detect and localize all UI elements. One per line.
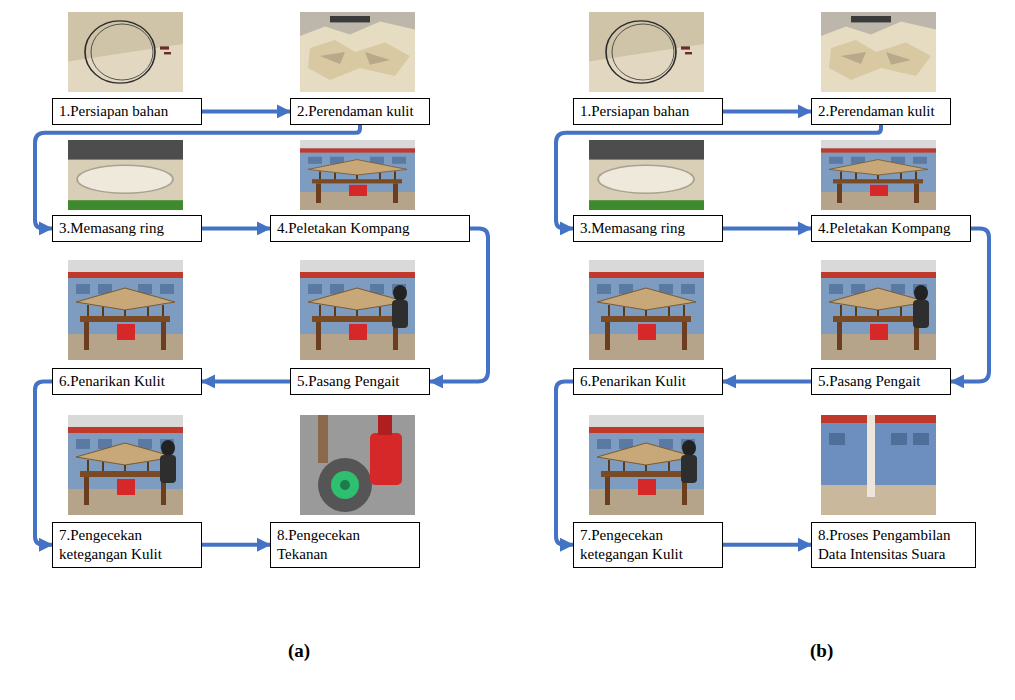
- photo: [589, 12, 704, 92]
- step-box: 5.Pasang Pengait: [290, 368, 430, 395]
- photo: [589, 260, 704, 360]
- flow-arrow: [556, 125, 881, 229]
- photo: [300, 140, 415, 210]
- step-box: 6.Penarikan Kulit: [573, 368, 723, 395]
- flow-arrow: [723, 109, 811, 113]
- step-label: 2.Perendaman kulit: [297, 102, 423, 121]
- step-box: 1.Persiapan bahan: [52, 98, 202, 125]
- flow-arrow: [723, 226, 811, 230]
- step-box: 1.Persiapan bahan: [573, 98, 723, 125]
- photo: [68, 12, 183, 92]
- panel-label: (b): [810, 640, 833, 662]
- step-box: 8.Pengecekan Tekanan: [270, 522, 420, 568]
- flow-arrow: [202, 379, 290, 383]
- flow-arrow: [951, 228, 989, 381]
- step-box: 3.Memasang ring: [52, 215, 202, 242]
- step-label: 1.Persiapan bahan: [580, 102, 716, 121]
- step-label: 5.Pasang Pengait: [818, 372, 944, 391]
- photo: [68, 260, 183, 360]
- step-box: 4.Peletakan Kompang: [270, 215, 470, 242]
- flow-arrow: [202, 109, 290, 113]
- step-box: 2.Perendaman kulit: [290, 98, 430, 125]
- step-label: 7.Pengecekan ketegangan Kulit: [580, 526, 716, 564]
- step-label: 4.Peletakan Kompang: [277, 219, 463, 238]
- panel-label: (a): [288, 640, 310, 662]
- flow-arrow: [202, 226, 270, 230]
- flow-arrow: [35, 125, 360, 229]
- flow-arrow: [202, 543, 270, 547]
- step-box: 6.Penarikan Kulit: [52, 368, 202, 395]
- flow-arrow: [723, 543, 811, 547]
- photo: [300, 260, 415, 360]
- photo: [68, 415, 183, 515]
- photo: [589, 415, 704, 515]
- flow-arrow: [556, 381, 573, 544]
- step-box: 7.Pengecekan ketegangan Kulit: [573, 522, 723, 568]
- step-label: 5.Pasang Pengait: [297, 372, 423, 391]
- step-label: 8.Pengecekan Tekanan: [277, 526, 413, 564]
- step-label: 1.Persiapan bahan: [59, 102, 195, 121]
- photo: [821, 260, 936, 360]
- photo: [68, 140, 183, 210]
- photo: [300, 12, 415, 92]
- photo: [300, 415, 415, 515]
- flow-arrow: [430, 228, 488, 381]
- flow-arrow: [35, 381, 52, 544]
- photo: [821, 140, 936, 210]
- step-box: 3.Memasang ring: [573, 215, 723, 242]
- step-label: 3.Memasang ring: [59, 219, 195, 238]
- step-label: 6.Penarikan Kulit: [580, 372, 716, 391]
- flow-arrow: [723, 379, 811, 383]
- step-label: 8.Proses Pengambilan Data Intensitas Sua…: [818, 526, 969, 564]
- photo: [821, 415, 936, 515]
- step-box: 7.Pengecekan ketegangan Kulit: [52, 522, 202, 568]
- step-box: 8.Proses Pengambilan Data Intensitas Sua…: [811, 522, 976, 568]
- step-box: 4.Peletakan Kompang: [811, 215, 971, 242]
- step-box: 2.Perendaman kulit: [811, 98, 951, 125]
- step-box: 5.Pasang Pengait: [811, 368, 951, 395]
- photo: [821, 12, 936, 92]
- step-label: 4.Peletakan Kompang: [818, 219, 964, 238]
- step-label: 6.Penarikan Kulit: [59, 372, 195, 391]
- step-label: 2.Perendaman kulit: [818, 102, 944, 121]
- photo: [589, 140, 704, 210]
- step-label: 3.Memasang ring: [580, 219, 716, 238]
- step-label: 7.Pengecekan ketegangan Kulit: [59, 526, 195, 564]
